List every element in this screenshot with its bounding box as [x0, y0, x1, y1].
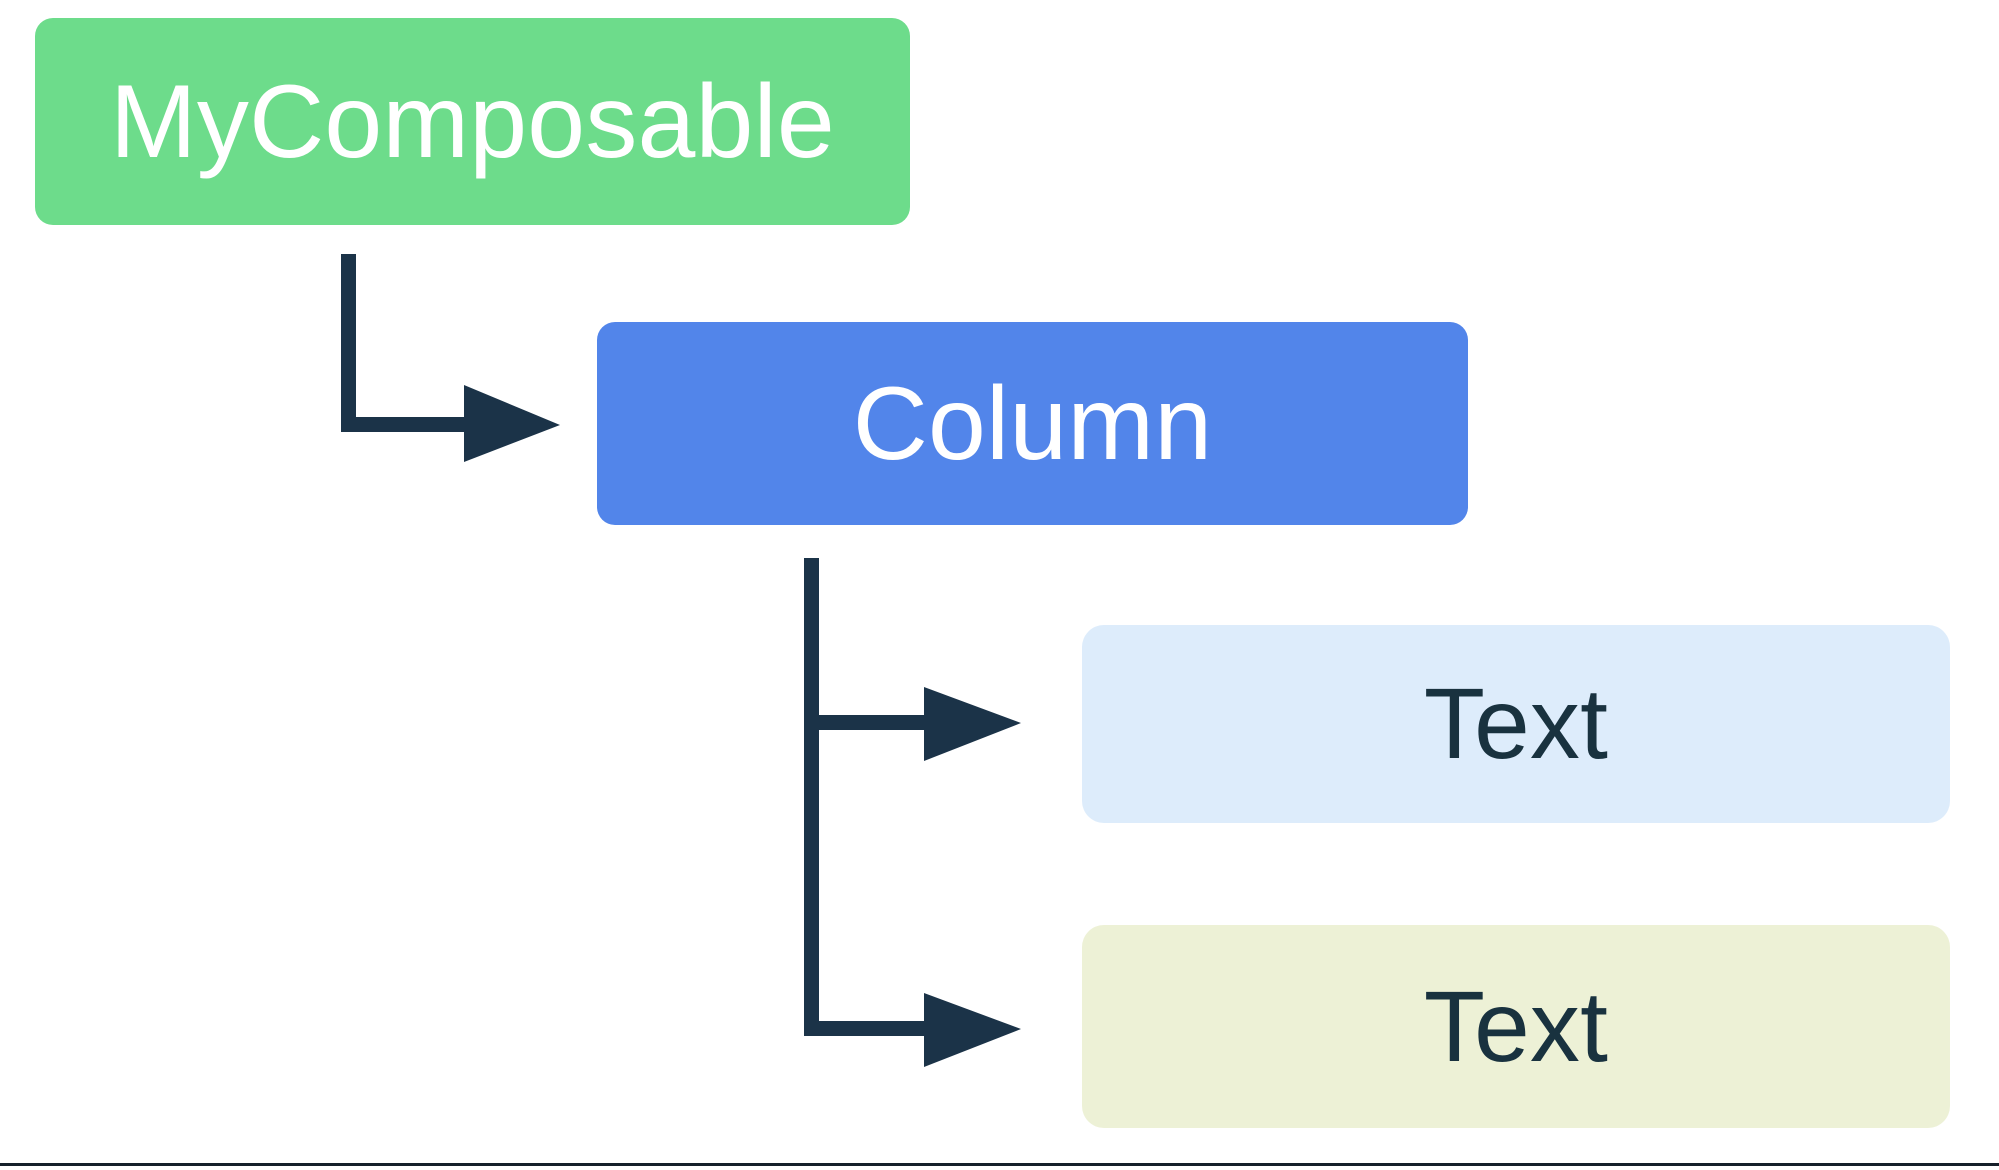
edge-root-to-column-line: [341, 254, 558, 461]
edge-column-to-text-2-arrowhead: [924, 993, 1021, 1067]
edge-column-to-text-1: [804, 687, 1021, 761]
node-text-second-label: Text: [1423, 970, 1609, 1083]
edge-root-to-column-horizontal: [341, 417, 466, 432]
node-column[interactable]: Column: [597, 322, 1468, 525]
edge-column-trunk-vertical: [804, 558, 819, 1036]
node-text-second[interactable]: Text: [1082, 925, 1950, 1128]
node-text-first[interactable]: Text: [1082, 625, 1950, 823]
edge-root-to-column: [341, 254, 560, 462]
edge-column-to-text-2-horizontal: [804, 1021, 926, 1036]
edge-root-to-column-vertical: [341, 254, 356, 432]
edge-column-to-text-2: [804, 993, 1021, 1067]
edge-column-to-text-1-horizontal: [804, 715, 926, 730]
node-text-first-label: Text: [1423, 668, 1609, 780]
edge-column-to-text-1-arrowhead: [924, 687, 1021, 761]
node-mycomposable[interactable]: MyComposable: [35, 18, 910, 225]
edge-root-to-column-stem: [341, 254, 465, 432]
edge-root-to-column-arrowhead: [464, 385, 560, 462]
node-mycomposable-label: MyComposable: [110, 63, 835, 180]
edge-column-branch-trunk: [804, 558, 819, 1036]
bottom-divider: [0, 1163, 1999, 1166]
node-column-label: Column: [852, 365, 1213, 482]
